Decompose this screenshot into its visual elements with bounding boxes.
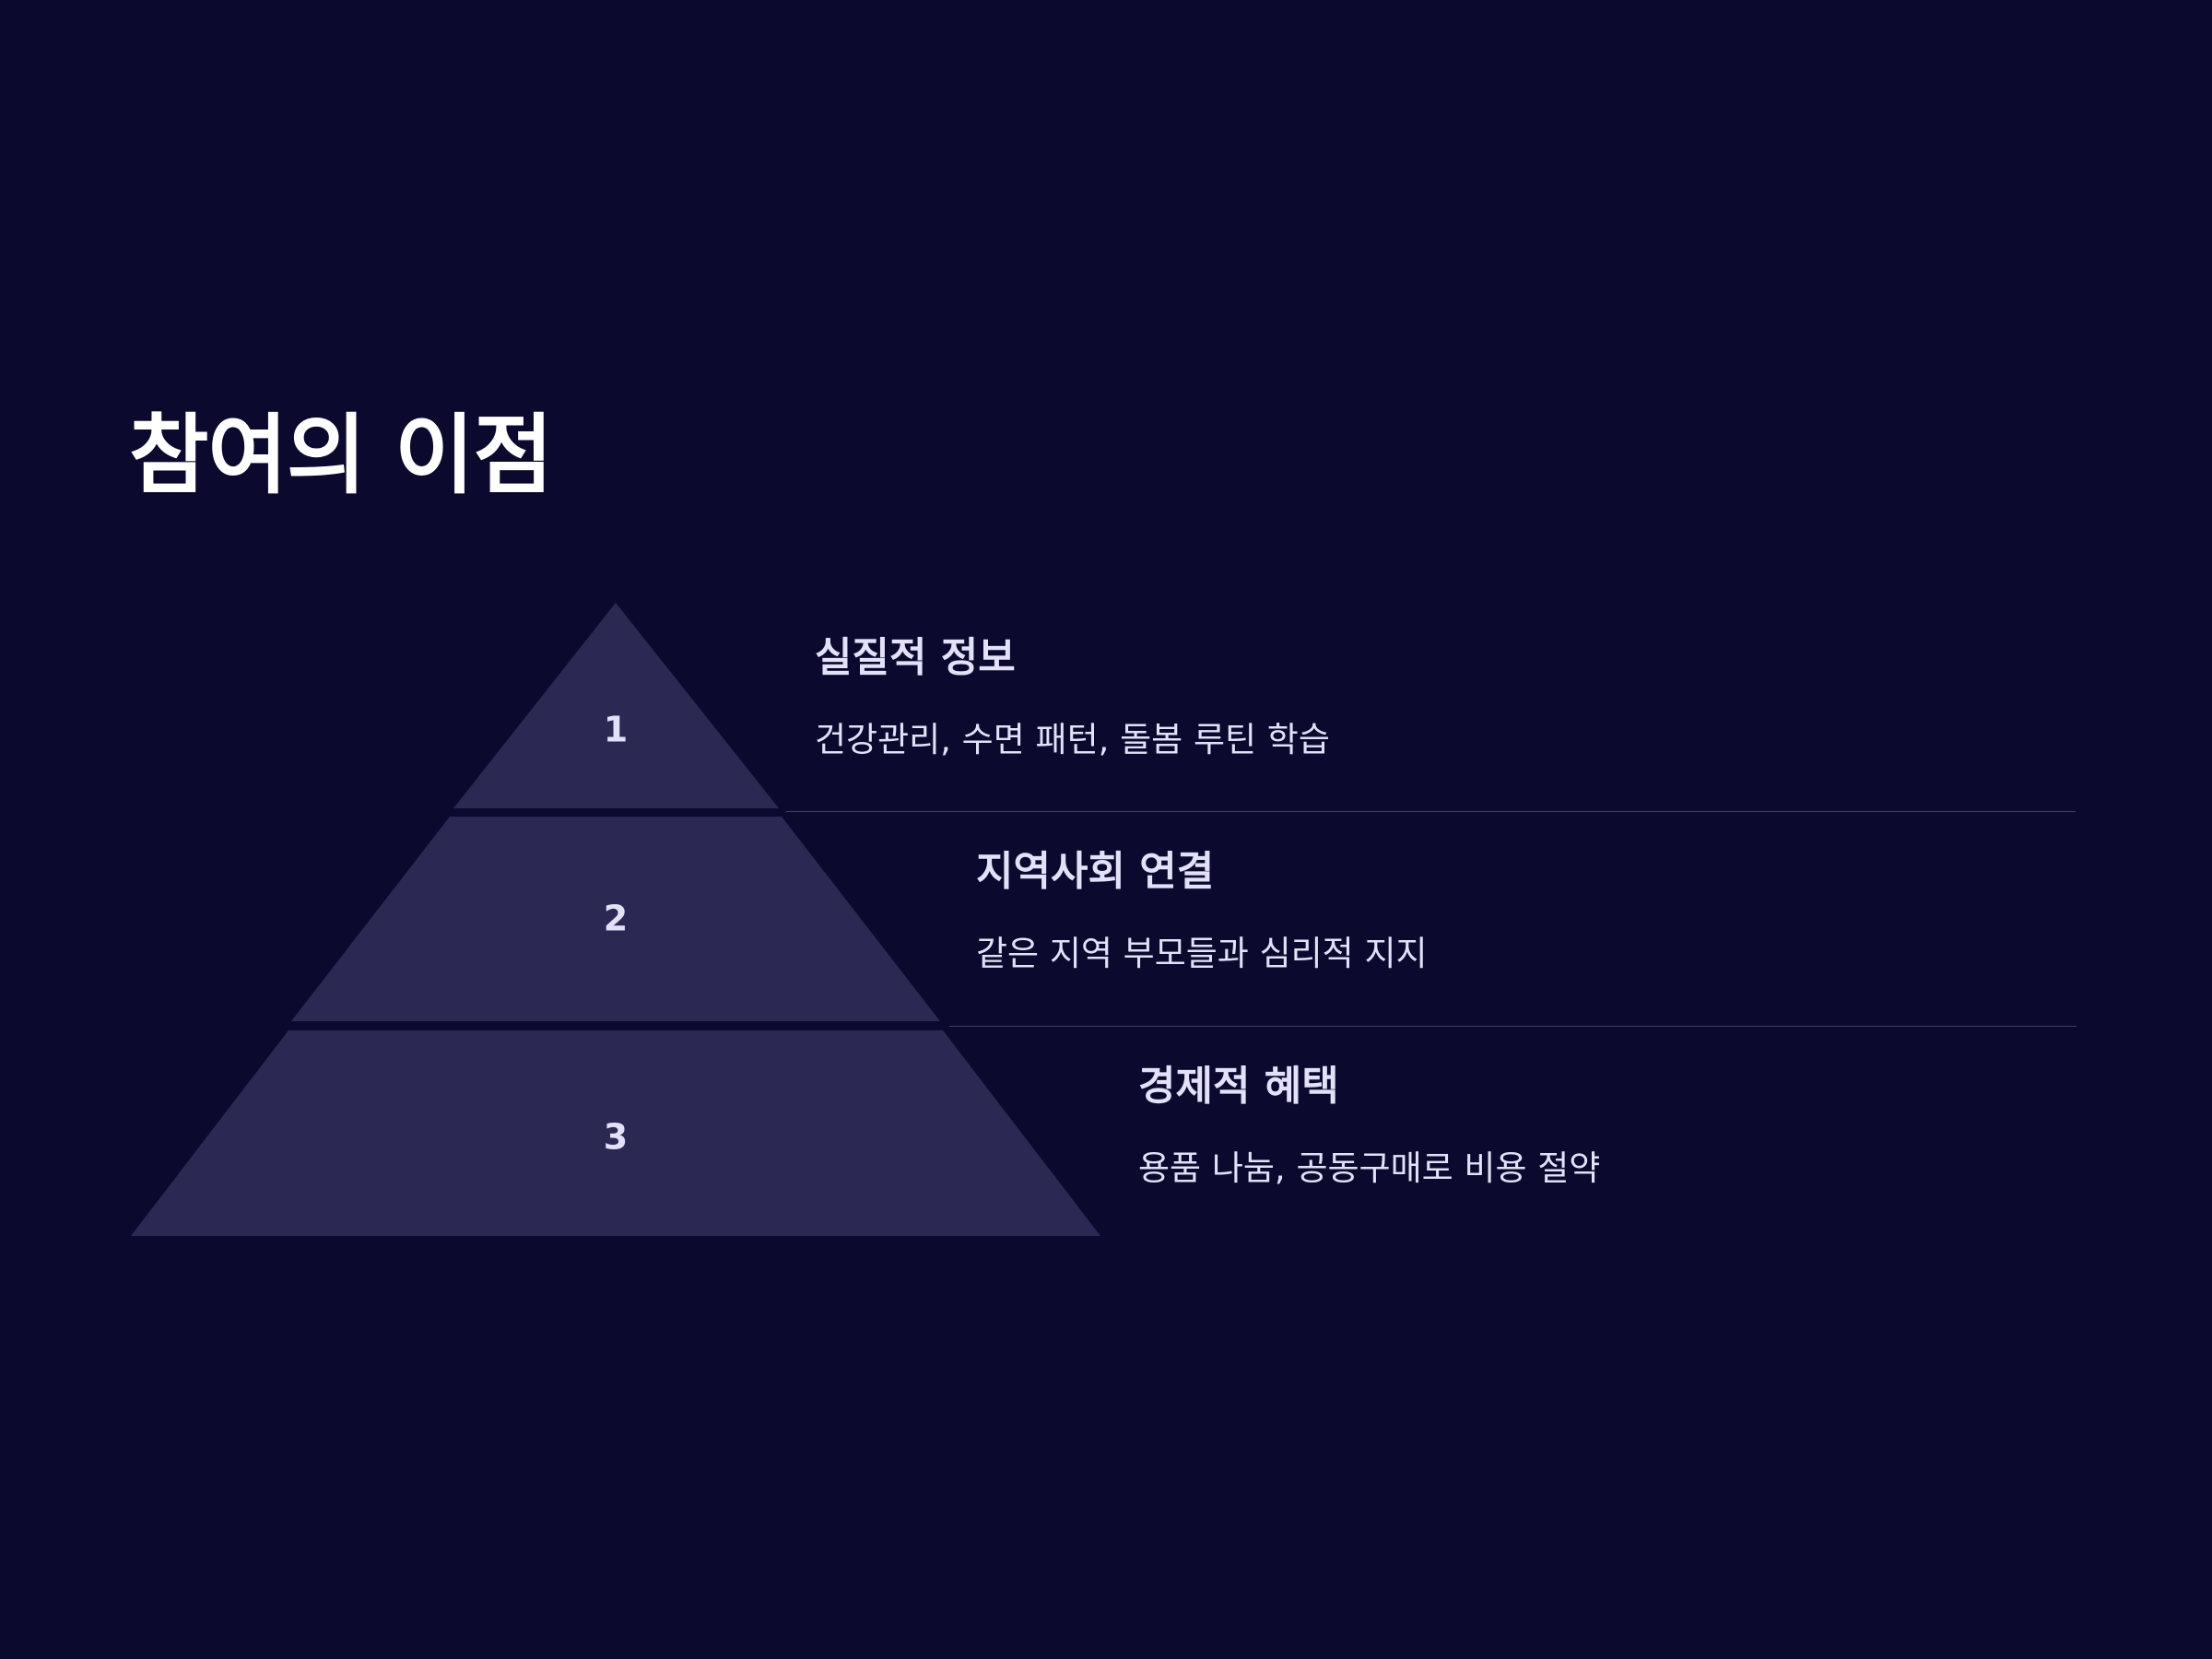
tier-3-description: 용품 나눔, 공동구매로 비용 절약	[1138, 1148, 1601, 1188]
tier-1-number: 1	[604, 710, 628, 750]
tier-2-number: 2	[604, 899, 628, 939]
tier-3-heading: 경제적 혜택	[1138, 1063, 1339, 1110]
pyramid-tier-3	[131, 1030, 1100, 1236]
page-title: 참여의 이점	[129, 406, 553, 506]
tier-1-heading: 실질적 정보	[815, 634, 1016, 681]
tier-2-heading: 지역사회 연결	[976, 848, 1215, 895]
pyramid-tier-2	[291, 817, 940, 1021]
tier-2-description: 같은 지역 부모들과 심리적 지지	[976, 934, 1428, 973]
tier-3-number: 3	[604, 1117, 628, 1158]
divider-1	[786, 811, 2076, 812]
tier-1-description: 건강관리, 수면 패턴, 돌봄 루틴 학습	[815, 720, 1330, 759]
divider-2	[949, 1026, 2077, 1027]
pyramid-tier-1	[453, 603, 779, 808]
